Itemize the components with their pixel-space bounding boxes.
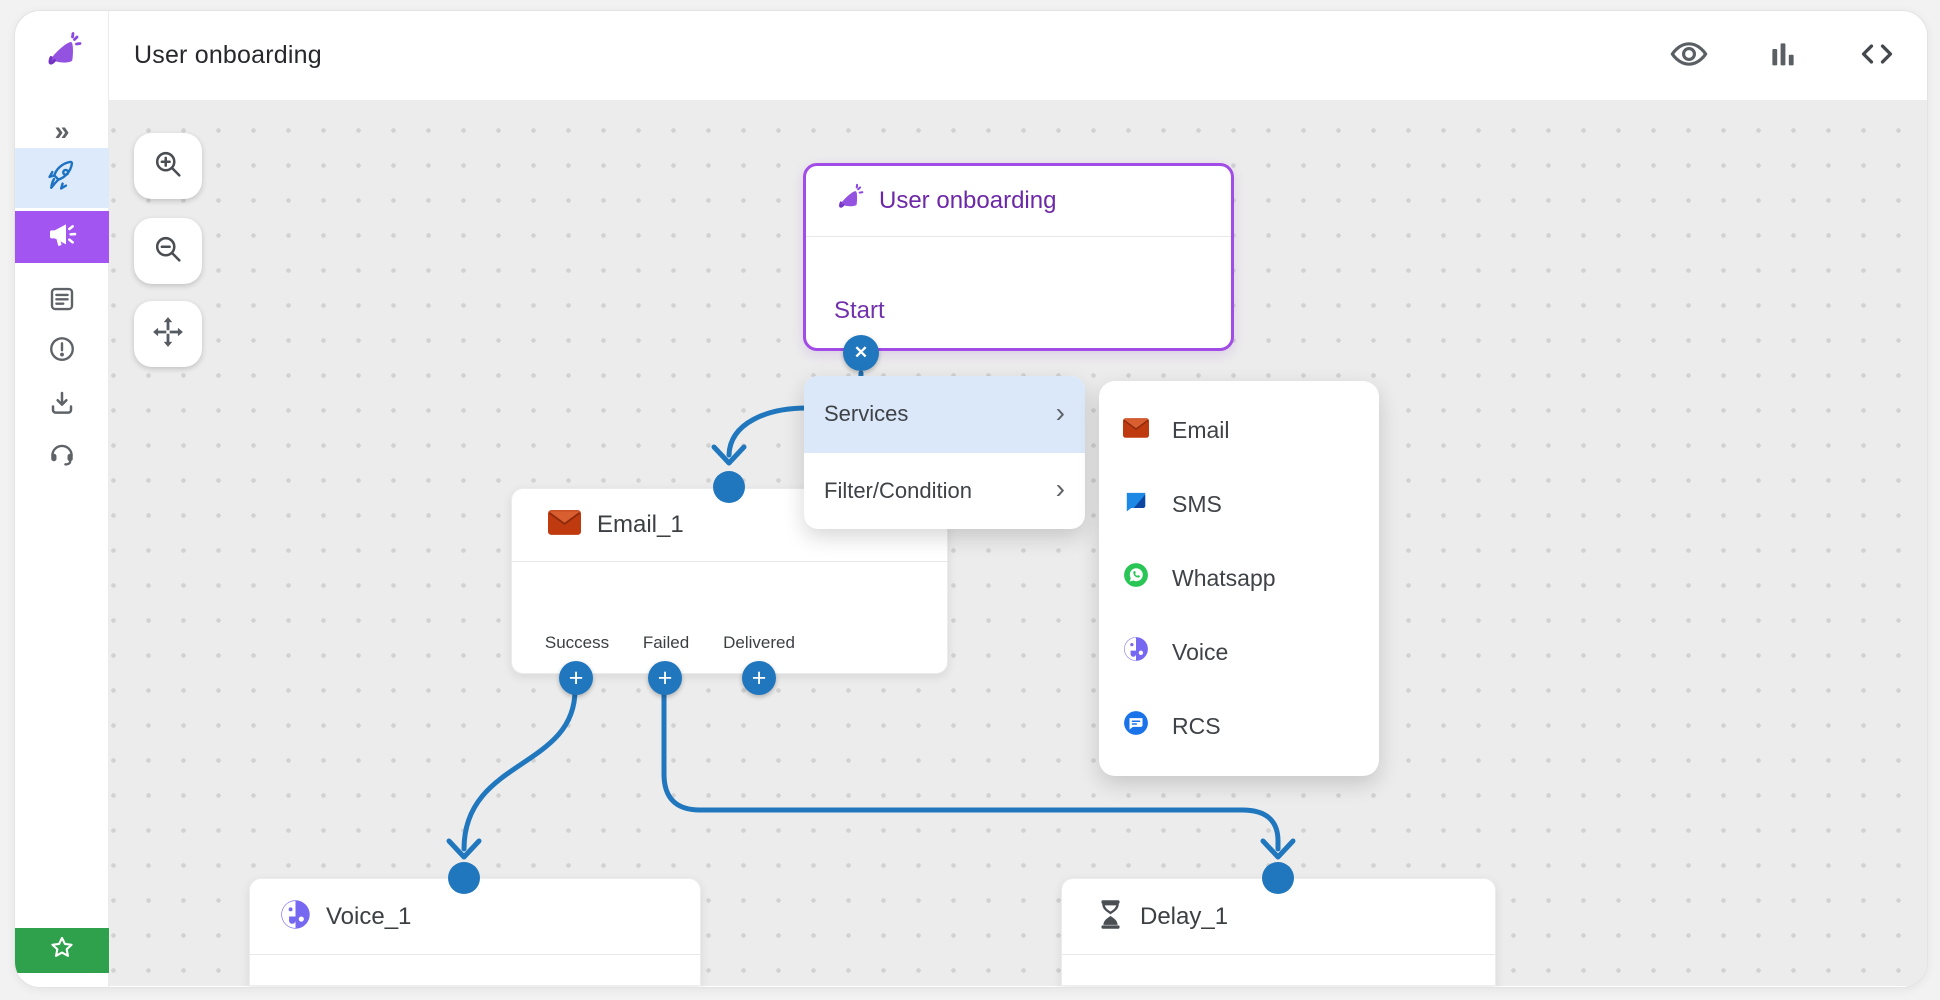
add-node-failed-button[interactable]: + xyxy=(648,661,682,695)
add-node-delivered-button[interactable]: + xyxy=(742,661,776,695)
node-delay-title: Delay_1 xyxy=(1140,902,1229,930)
submenu-item-whatsapp[interactable]: Whatsapp xyxy=(1099,541,1379,615)
sidebar-item-support[interactable] xyxy=(15,431,109,479)
email-icon xyxy=(1123,417,1149,444)
submenu-item-label: Email xyxy=(1172,416,1230,443)
add-node-success-button[interactable]: + xyxy=(559,661,593,695)
whatsapp-icon xyxy=(1123,562,1149,594)
node-delay-header: Delay_1 xyxy=(1062,879,1495,955)
submenu-item-voice[interactable]: Voice xyxy=(1099,615,1379,689)
app-logo[interactable] xyxy=(40,31,84,77)
sms-icon xyxy=(1123,488,1149,520)
node-start[interactable]: User onboarding Start xyxy=(803,163,1234,351)
headset-icon xyxy=(47,438,77,473)
node-email-header: Email_1 xyxy=(512,489,947,562)
sidebar: » xyxy=(15,11,109,987)
rcs-icon xyxy=(1123,710,1149,742)
context-menu: Services › Filter/Condition › xyxy=(804,376,1085,529)
code-view-button[interactable] xyxy=(1855,34,1899,78)
menu-item-filter-condition[interactable]: Filter/Condition › xyxy=(804,453,1085,530)
zoom-in-icon xyxy=(152,148,184,185)
sidebar-collapse-button[interactable]: » xyxy=(39,111,85,151)
double-chevron-icon: » xyxy=(54,115,70,146)
download-icon xyxy=(47,388,77,423)
alert-circle-icon xyxy=(47,334,77,369)
flow-builder-app: » xyxy=(14,10,1928,988)
page-title: User onboarding xyxy=(134,41,322,69)
node-voice-title: Voice_1 xyxy=(326,902,412,930)
code-icon xyxy=(1858,35,1896,78)
sidebar-item-campaigns[interactable] xyxy=(15,211,109,263)
node-email-title: Email_1 xyxy=(597,511,684,538)
submenu-item-rcs[interactable]: RCS xyxy=(1099,689,1379,763)
node-voice[interactable]: Voice_1 xyxy=(249,878,701,986)
node-start-header: User onboarding xyxy=(806,166,1231,237)
zoom-out-icon xyxy=(152,233,184,270)
port-label-success: Success xyxy=(544,633,610,652)
close-menu-button[interactable]: ✕ xyxy=(843,335,879,371)
voice-node-icon xyxy=(280,899,311,935)
menu-item-label: Services xyxy=(824,401,909,427)
megaphone-icon xyxy=(46,219,78,256)
input-handle-email[interactable] xyxy=(713,471,745,503)
eye-icon xyxy=(1668,33,1710,80)
close-icon: ✕ xyxy=(853,343,869,362)
menu-item-label: Filter/Condition xyxy=(824,477,972,503)
submenu-item-label: Voice xyxy=(1172,638,1229,665)
submenu-item-email[interactable]: Email xyxy=(1099,393,1379,467)
header-actions xyxy=(1667,11,1899,101)
preview-button[interactable] xyxy=(1667,34,1711,78)
document-icon xyxy=(47,284,77,319)
chevron-right-icon: › xyxy=(1055,396,1065,428)
megaphone-node-icon xyxy=(834,183,864,219)
hourglass-icon xyxy=(1097,899,1124,935)
node-delay[interactable]: Delay_1 xyxy=(1061,878,1496,986)
node-start-title: User onboarding xyxy=(879,187,1057,214)
submenu-item-label: SMS xyxy=(1172,490,1222,517)
email-node-icon xyxy=(548,510,581,540)
plus-icon: + xyxy=(657,663,673,692)
move-icon xyxy=(151,315,185,354)
plus-icon: + xyxy=(568,663,584,692)
input-handle-delay[interactable] xyxy=(1262,862,1294,894)
services-submenu: Email SMS Whatsapp xyxy=(1099,381,1379,776)
submenu-item-sms[interactable]: SMS xyxy=(1099,467,1379,541)
sidebar-item-journeys[interactable] xyxy=(15,148,109,208)
port-label-delivered: Delivered xyxy=(723,633,795,652)
analytics-button[interactable] xyxy=(1761,34,1805,78)
megaphone-logo-icon xyxy=(42,31,82,78)
sidebar-item-downloads[interactable] xyxy=(15,381,109,429)
sidebar-item-templates[interactable] xyxy=(15,277,109,325)
start-section-label: Start xyxy=(834,297,885,324)
pan-button[interactable] xyxy=(134,301,202,367)
submenu-item-label: RCS xyxy=(1172,712,1221,739)
zoom-out-button[interactable] xyxy=(134,218,202,284)
favorites-button[interactable] xyxy=(15,928,109,973)
voice-icon xyxy=(1123,636,1149,668)
submenu-item-label: Whatsapp xyxy=(1172,564,1276,591)
input-handle-voice[interactable] xyxy=(448,862,480,894)
star-icon xyxy=(48,934,76,967)
node-voice-header: Voice_1 xyxy=(250,879,700,955)
plus-icon: + xyxy=(751,663,767,692)
sidebar-item-alerts[interactable] xyxy=(15,327,109,375)
chevron-right-icon: › xyxy=(1055,473,1065,505)
menu-item-services[interactable]: Services › xyxy=(804,376,1085,453)
bar-chart-icon xyxy=(1766,37,1800,76)
port-label-failed: Failed xyxy=(642,633,690,652)
header: User onboarding xyxy=(109,11,1927,101)
zoom-in-button[interactable] xyxy=(134,133,202,199)
rocket-icon xyxy=(45,159,79,198)
